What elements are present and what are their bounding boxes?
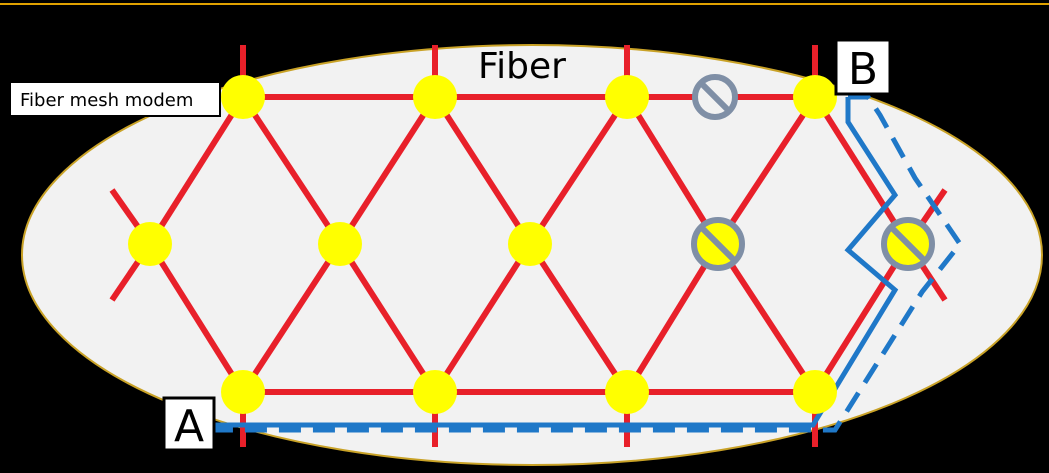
blocked-link-icon (692, 74, 738, 120)
mesh-modem-node (605, 75, 649, 119)
endpoint-b-label: B (848, 44, 878, 95)
mesh-modem-node (128, 222, 172, 266)
fiber-link (527, 242, 630, 394)
mesh-modem-node (221, 75, 265, 119)
fiber-link (147, 95, 246, 246)
mesh-modem-node (793, 75, 837, 119)
fiber-link (337, 95, 438, 246)
fiber-link (715, 95, 818, 246)
fiber-link (715, 242, 818, 394)
mesh-modem-node (605, 370, 649, 414)
fiber-link (624, 95, 721, 246)
endpoint-b: B (834, 38, 892, 96)
fiber-link (337, 242, 438, 394)
fiber-link (624, 242, 721, 394)
mesh-modem-node (413, 370, 457, 414)
fiber-link (240, 242, 343, 394)
fiber-link (240, 95, 343, 246)
route-solid (215, 97, 899, 428)
fiber-link (527, 95, 630, 246)
blocked-markers (691, 74, 935, 271)
fiber-link (432, 95, 533, 246)
blocked-node-icon (691, 217, 745, 271)
fiber-link (432, 242, 533, 394)
endpoint-a: A (162, 396, 216, 452)
mesh-modem-node (508, 222, 552, 266)
fiber-link (812, 242, 911, 394)
fiber-link (147, 242, 246, 394)
endpoint-a-label: A (174, 401, 204, 452)
fiber-link (812, 95, 911, 246)
cloud-title: Fiber (478, 46, 566, 87)
modem-callout-label: Fiber mesh modem (20, 90, 193, 111)
routes (215, 94, 964, 433)
mesh-modem-node (413, 75, 457, 119)
modem-callout: Fiber mesh modem (9, 81, 221, 117)
mesh-modem-node (793, 370, 837, 414)
route-dashed (215, 94, 964, 433)
mesh-modem-node (318, 222, 362, 266)
blocked-node-icon (881, 217, 935, 271)
mesh-modem-node (221, 370, 265, 414)
